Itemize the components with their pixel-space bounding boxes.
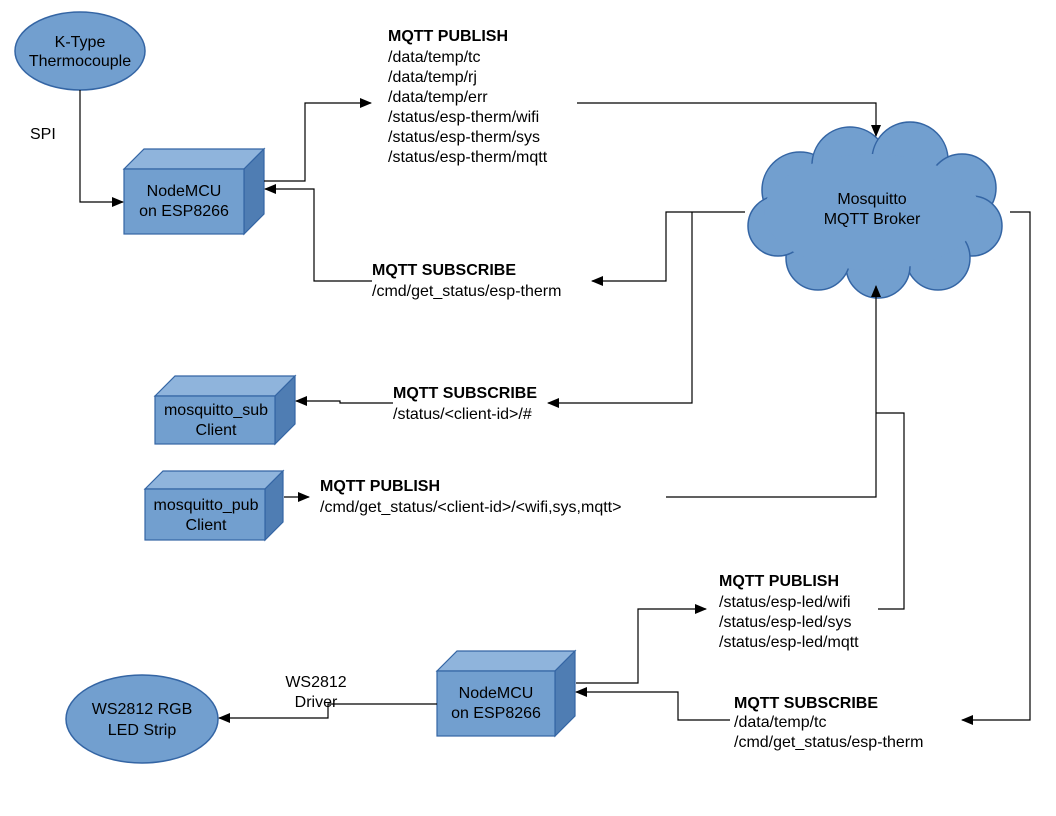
mosquitto-pub-client-node: mosquitto_pub Client: [143, 469, 285, 542]
nodemcu-thermometer-node: NodeMCU on ESP8266: [122, 147, 266, 236]
mosquitto-pub-label-line1: mosquitto_pub: [154, 497, 259, 514]
therm-subscribe-connector-b: [264, 184, 372, 282]
therm-subscribe-block: MQTT SUBSCRIBE /cmd/get_status/esp-therm: [372, 262, 561, 300]
pub-client-connector-b: [666, 285, 881, 498]
therm-publish-topic: /status/esp-therm/mqtt: [388, 149, 548, 166]
sub-client-subscribe-topic: /status/<client-id>/#: [393, 406, 532, 423]
nodemcu-led-label-line1: NodeMCU: [459, 685, 534, 702]
led-strip-node: WS2812 RGB LED Strip: [65, 674, 219, 764]
pub-client-publish-block: MQTT PUBLISH /cmd/get_status/<client-id>…: [320, 478, 621, 516]
ws2812-driver-connector: [218, 703, 437, 723]
thermocouple-label-line2: Thermocouple: [29, 53, 131, 70]
sub-client-subscribe-title: MQTT SUBSCRIBE: [393, 385, 537, 402]
ws2812-driver-label-line1: WS2812: [285, 674, 346, 691]
therm-subscribe-connector-a: [591, 211, 745, 286]
sub-client-connector-a: [547, 212, 693, 408]
therm-subscribe-title: MQTT SUBSCRIBE: [372, 262, 516, 279]
therm-publish-connector-b: [577, 102, 881, 137]
led-subscribe-title: MQTT SUBSCRIBE: [734, 695, 878, 712]
sub-client-connector-b: [295, 396, 393, 406]
mosquitto-sub-label-line1: mosquitto_sub: [164, 402, 268, 419]
led-subscribe-topic: /data/temp/tc: [734, 714, 827, 731]
thermocouple-label-line1: K-Type: [55, 34, 106, 51]
mosquitto-sub-label-line2: Client: [196, 422, 237, 439]
nodemcu-thermometer-label-line2: on ESP8266: [139, 203, 229, 220]
led-subscribe-block: MQTT SUBSCRIBE /data/temp/tc /cmd/get_st…: [734, 695, 923, 751]
led-publish-connector-a: [576, 604, 707, 684]
nodemcu-led-label-line2: on ESP8266: [451, 705, 541, 722]
therm-publish-connector-a: [264, 98, 372, 182]
mosquitto-sub-client-node: mosquitto_sub Client: [153, 374, 297, 446]
broker-label-line1: Mosquitto: [837, 191, 906, 208]
mosquitto-broker-cloud: Mosquitto MQTT Broker: [747, 121, 1003, 299]
led-subscribe-connector-b: [575, 687, 730, 721]
led-subscribe-connector-a: [961, 211, 1031, 725]
spi-label: SPI: [30, 126, 56, 143]
nodemcu-led-node: NodeMCU on ESP8266: [435, 649, 577, 738]
led-subscribe-topic: /cmd/get_status/esp-therm: [734, 734, 923, 751]
therm-publish-topic: /status/esp-therm/sys: [388, 129, 540, 146]
led-publish-block: MQTT PUBLISH /status/esp-led/wifi /statu…: [719, 573, 859, 651]
therm-publish-topic: /data/temp/tc: [388, 49, 481, 66]
pub-client-publish-title: MQTT PUBLISH: [320, 478, 440, 495]
pub-client-publish-topic: /cmd/get_status/<client-id>/<wifi,sys,mq…: [320, 499, 621, 516]
led-publish-topic: /status/esp-led/mqtt: [719, 634, 859, 651]
broker-label-line2: MQTT Broker: [824, 211, 921, 228]
led-publish-topic: /status/esp-led/wifi: [719, 594, 851, 611]
therm-subscribe-topic: /cmd/get_status/esp-therm: [372, 283, 561, 300]
led-strip-label-line2: LED Strip: [108, 722, 177, 739]
thermocouple-node: K-Type Thermocouple: [14, 11, 146, 91]
therm-publish-topic: /status/esp-therm/wifi: [388, 109, 539, 126]
therm-publish-topic: /data/temp/err: [388, 89, 488, 106]
therm-publish-topic: /data/temp/rj: [388, 69, 477, 86]
led-publish-title: MQTT PUBLISH: [719, 573, 839, 590]
mosquitto-pub-label-line2: Client: [186, 517, 227, 534]
therm-publish-title: MQTT PUBLISH: [388, 28, 508, 45]
spi-connector: [79, 90, 124, 207]
nodemcu-thermometer-label-line1: NodeMCU: [147, 183, 222, 200]
led-strip-label-line1: WS2812 RGB: [92, 701, 192, 718]
led-publish-topic: /status/esp-led/sys: [719, 614, 852, 631]
ws2812-driver-label-line2: Driver: [295, 694, 338, 711]
sub-client-subscribe-block: MQTT SUBSCRIBE /status/<client-id>/#: [393, 385, 537, 423]
led-publish-connector-b: [876, 412, 905, 610]
therm-publish-block: MQTT PUBLISH /data/temp/tc /data/temp/rj…: [388, 28, 548, 166]
